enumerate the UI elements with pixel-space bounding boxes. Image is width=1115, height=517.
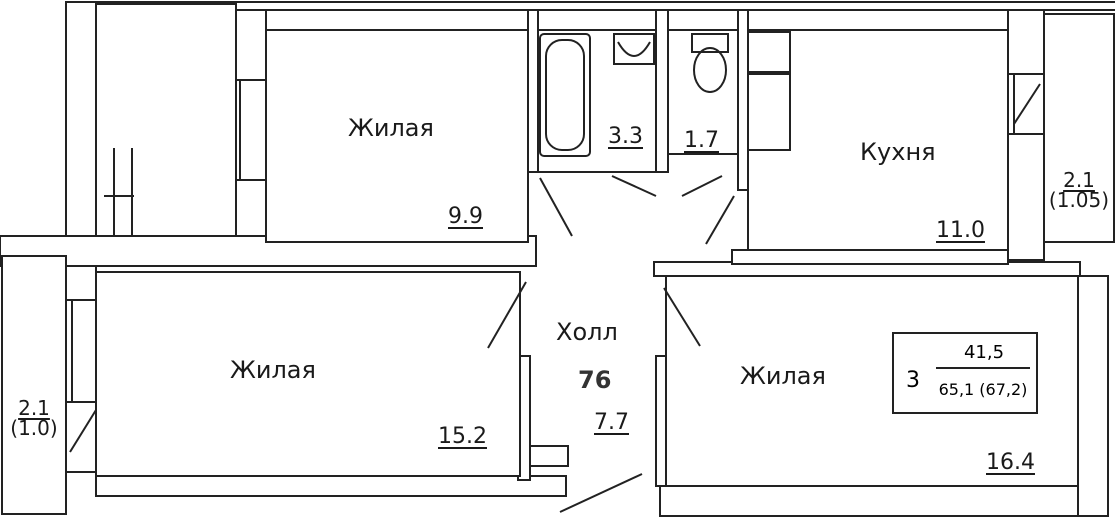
wall-bath-left [527, 9, 539, 173]
wall-lower-bottom [95, 475, 567, 497]
door-entrance [559, 473, 643, 513]
door-wc-2 [681, 175, 723, 197]
balcony-left-area: 2.1 [18, 396, 50, 420]
balcony-right-label: 2.1 (1.05) [1046, 170, 1112, 210]
door-wc [611, 175, 657, 197]
bedroom-left-area: 15.2 [438, 424, 487, 449]
bathtub [539, 33, 591, 157]
wall-kitchen-right2 [1007, 133, 1045, 261]
bathtub-inner [545, 39, 585, 151]
apartment-info-box: 3 41,5 65,1 (67,2) [892, 332, 1038, 414]
bedroom-top-name: Жилая [348, 114, 434, 142]
toilet-tank [691, 33, 729, 53]
wall-kitchen-right [1007, 9, 1045, 75]
bedroom-right-area: 16.4 [986, 450, 1035, 475]
bedroom-top-area: 9.9 [448, 204, 483, 229]
door-kitchen [705, 195, 735, 245]
wall-kitchen-bottom [731, 249, 1009, 265]
hall-number: 76 [578, 366, 612, 394]
hall-name: Холл [556, 318, 618, 346]
hall-area: 7.7 [594, 410, 629, 435]
total-area: 65,1 (67,2) [938, 380, 1028, 399]
sink-bowl [617, 41, 651, 57]
wall-right-bedroom-bottom [659, 485, 1079, 517]
wall-lower-left [65, 265, 97, 301]
door-left-bedroom [487, 281, 527, 349]
balcony-right-reduced: (1.05) [1048, 188, 1110, 212]
bedroom-left-name: Жилая [230, 356, 316, 384]
bathroom-area: 3.3 [608, 124, 643, 149]
door-bath [539, 177, 573, 237]
wall-wc-right [737, 9, 749, 191]
wall-bath-right [655, 9, 669, 173]
top-wall [235, 1, 1115, 11]
wall-top-bedroom-left [235, 9, 267, 81]
kitchen-cabinet-2 [747, 73, 791, 151]
room-bedroom-left [95, 271, 521, 477]
toilet-bowl [693, 47, 727, 93]
fraction-line [936, 367, 1030, 369]
door-balcony-right [1013, 83, 1041, 125]
kitchen-area: 11.0 [936, 218, 985, 243]
wall-wc-top [667, 9, 741, 31]
room-bedroom-top [265, 29, 529, 243]
balcony-left [1, 255, 67, 515]
balcony-right [1043, 13, 1115, 243]
sink [613, 33, 655, 65]
stair-block [95, 3, 237, 237]
wall-hall-stub [529, 445, 569, 467]
balcony-left-reduced: (1.0) [10, 416, 58, 440]
wall-hall-right [655, 355, 667, 487]
kitchen-cabinet-1 [747, 31, 791, 73]
wall-right-bedroom-right [1077, 275, 1109, 517]
toilet-area: 1.7 [684, 128, 719, 153]
bedroom-right-name: Жилая [740, 362, 826, 390]
balcony-left-label: 2.1 (1.0) [6, 398, 62, 438]
door-right-bedroom [663, 287, 701, 347]
room-count: 3 [906, 368, 920, 393]
wall-top-bedroom-left2 [235, 179, 267, 243]
wall-kitchen-top [747, 9, 1009, 31]
wall-bath-top [537, 9, 659, 31]
wall-lower-left2 [65, 401, 97, 473]
kitchen-name: Кухня [860, 138, 936, 166]
door-balcony-left [69, 409, 97, 453]
balcony-right-area: 2.1 [1063, 168, 1095, 192]
room-bathroom [537, 29, 657, 173]
living-area: 41,5 [963, 342, 1005, 363]
wall-top [265, 9, 531, 31]
